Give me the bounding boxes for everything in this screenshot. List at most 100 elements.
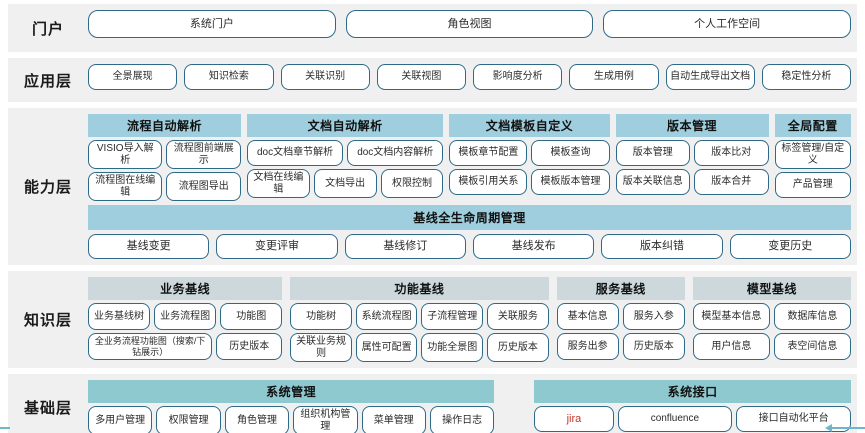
knowledge-item-1-0-2[interactable]: 子流程管理 [421,303,484,330]
knowledge-group-0-row-0: 业务基线树业务流程图功能图 [88,303,283,330]
knowledge-group-header-0: 业务基线 [88,277,283,300]
knowledge-item-3-1-1[interactable]: 表空间信息 [773,333,851,360]
capability-item-3-1-0[interactable]: 版本关联信息 [615,169,691,195]
knowledge-group-header-1: 功能基线 [290,277,549,300]
application-item-2[interactable]: 关联识别 [280,64,370,90]
portal-item-0[interactable]: 系统门户 [88,10,336,38]
application-item-5[interactable]: 生成用例 [569,64,659,90]
knowledge-item-1-1-3[interactable]: 历史版本 [487,333,549,362]
knowledge-group-header-3: 模型基线 [692,277,851,300]
capability-group-4-row-1: 产品管理 [774,172,851,198]
capability-item-3-0-1[interactable]: 版本比对 [694,140,769,166]
layer-label-base: 基础层 [23,400,72,417]
capability-group-3: 版本管理版本管理版本比对版本关联信息版本合并 [615,114,769,201]
capability-group-header-4: 全局配置 [774,114,851,137]
knowledge-item-2-1-1[interactable]: 历史版本 [622,333,685,360]
application-item-7[interactable]: 稳定性分析 [761,64,851,90]
knowledge-item-1-1-0[interactable]: 关联业务规则 [290,333,352,362]
application-item-4[interactable]: 影响度分析 [473,64,563,90]
base-item-0-3[interactable]: 组织机构管理 [293,406,358,433]
knowledge-item-3-0-1[interactable]: 数据库信息 [773,303,851,330]
capability-item-0-1-0[interactable]: 流程图在线编辑 [88,172,163,201]
layer-label-application: 应用层 [23,72,72,90]
capability-group-2: 文档模板自定义模板章节配置模板查询模板引用关系模板版本管理 [449,114,610,201]
capability-item-2-0-1[interactable]: 模板查询 [531,140,610,166]
knowledge-item-0-1-0[interactable]: 全业务流程功能图（搜索/下钻展示） [88,333,213,360]
capability-item-1-1-1[interactable]: 文档导出 [313,169,377,198]
knowledge-group-1: 功能基线功能树系统流程图子流程管理关联服务关联业务规则属性可配置功能全景图历史版… [290,277,549,362]
knowledge-item-2-0-0[interactable]: 基本信息 [556,303,619,330]
lifecycle-item-3[interactable]: 基线发布 [472,234,595,259]
layer-body-application: 全景展现知识检索关联识别关联视图影响度分析生成用例自动生成导出文档稳定性分析 [88,58,857,102]
lifecycle-item-1[interactable]: 变更评审 [216,234,338,259]
base-item-0-5[interactable]: 操作日志 [429,406,495,433]
knowledge-item-0-1-1[interactable]: 历史版本 [216,333,283,360]
base-item-1-2[interactable]: 接口自动化平台 [736,406,851,432]
capability-item-1-0-1[interactable]: doc文档内容解析 [347,140,444,166]
lifecycle-item-4[interactable]: 版本纠错 [601,234,723,259]
knowledge-group-1-row-1: 关联业务规则属性可配置功能全景图历史版本 [290,333,549,362]
knowledge-item-3-1-0[interactable]: 用户信息 [692,333,770,360]
knowledge-group-0-row-1: 全业务流程功能图（搜索/下钻展示）历史版本 [88,333,283,360]
capability-item-2-1-1[interactable]: 模板版本管理 [531,169,610,195]
knowledge-item-0-0-2[interactable]: 功能图 [220,303,283,330]
base-group-header-0: 系统管理 [88,380,495,403]
portal-items: 系统门户角色视图个人工作空间 [88,10,852,38]
application-item-0[interactable]: 全景展现 [88,64,178,90]
base-item-1-0[interactable]: jira [534,406,614,432]
knowledge-item-2-1-0[interactable]: 服务出参 [556,333,619,360]
capability-group-header-2: 文档模板自定义 [449,114,610,137]
knowledge-item-1-0-1[interactable]: 系统流程图 [355,303,418,330]
lifecycle-item-5[interactable]: 变更历史 [729,234,851,259]
capability-item-1-0-0[interactable]: doc文档章节解析 [246,140,344,166]
base-item-1-1[interactable]: confluence [617,406,733,432]
application-item-1[interactable]: 知识检索 [184,64,274,90]
lifecycle-item-0[interactable]: 基线变更 [88,234,210,259]
capability-item-4-0-0[interactable]: 标签管理/自定义 [774,140,851,169]
knowledge-group-3-row-1: 用户信息表空间信息 [692,333,851,360]
capability-item-0-0-1[interactable]: 流程图前端展示 [166,140,241,169]
base-group-0: 系统管理多用户管理权限管理角色管理组织机构管理菜单管理操作日志 [88,380,495,433]
capability-item-3-1-1[interactable]: 版本合并 [694,169,769,195]
knowledge-group-0: 业务基线业务基线树业务流程图功能图全业务流程功能图（搜索/下钻展示）历史版本 [88,277,283,362]
lifecycle-items: 基线变更变更评审基线修订基线发布版本纠错变更历史 [88,234,851,259]
capability-item-4-1-0[interactable]: 产品管理 [774,172,851,198]
capability-group-header-0: 流程自动解析 [88,114,241,137]
knowledge-item-1-1-2[interactable]: 功能全景图 [421,333,484,362]
layer-label-portal: 门户 [31,20,64,38]
portal-item-2[interactable]: 个人工作空间 [603,10,852,38]
knowledge-item-1-1-1[interactable]: 属性可配置 [355,333,418,362]
knowledge-item-1-0-3[interactable]: 关联服务 [487,303,549,330]
knowledge-item-1-0-0[interactable]: 功能树 [290,303,352,330]
capability-group-0-row-0: VISIO导入解析流程图前端展示 [88,140,241,169]
capability-group-header-3: 版本管理 [615,114,769,137]
lifecycle-item-2[interactable]: 基线修订 [344,234,466,259]
capability-item-1-1-0[interactable]: 文档在线编辑 [246,169,310,198]
knowledge-group-3: 模型基线模型基本信息数据库信息用户信息表空间信息 [692,277,851,362]
capability-item-2-0-0[interactable]: 模板章节配置 [449,140,528,166]
portal-item-1[interactable]: 角色视图 [345,10,594,38]
capability-item-1-1-2[interactable]: 权限控制 [380,169,444,198]
application-item-6[interactable]: 自动生成导出文档 [665,64,755,90]
base-item-0-0[interactable]: 多用户管理 [88,406,153,433]
capability-group-1-row-1: 文档在线编辑文档导出权限控制 [246,169,444,198]
knowledge-item-0-0-1[interactable]: 业务流程图 [154,303,217,330]
capability-item-2-1-0[interactable]: 模板引用关系 [449,169,528,195]
base-group-header-1: 系统接口 [534,380,851,403]
application-item-3[interactable]: 关联视图 [376,64,466,90]
capability-item-0-1-1[interactable]: 流程图导出 [166,172,241,201]
knowledge-group-2: 服务基线基本信息服务入参服务出参历史版本 [556,277,685,362]
knowledge-item-2-0-1[interactable]: 服务入参 [622,303,685,330]
capability-item-0-0-0[interactable]: VISIO导入解析 [88,140,163,169]
base-item-0-4[interactable]: 菜单管理 [361,406,426,433]
capability-item-3-0-0[interactable]: 版本管理 [615,140,691,166]
base-item-0-2[interactable]: 角色管理 [224,406,290,433]
base-item-0-1[interactable]: 权限管理 [156,406,221,433]
knowledge-item-3-0-0[interactable]: 模型基本信息 [692,303,770,330]
knowledge-item-0-0-0[interactable]: 业务基线树 [88,303,151,330]
